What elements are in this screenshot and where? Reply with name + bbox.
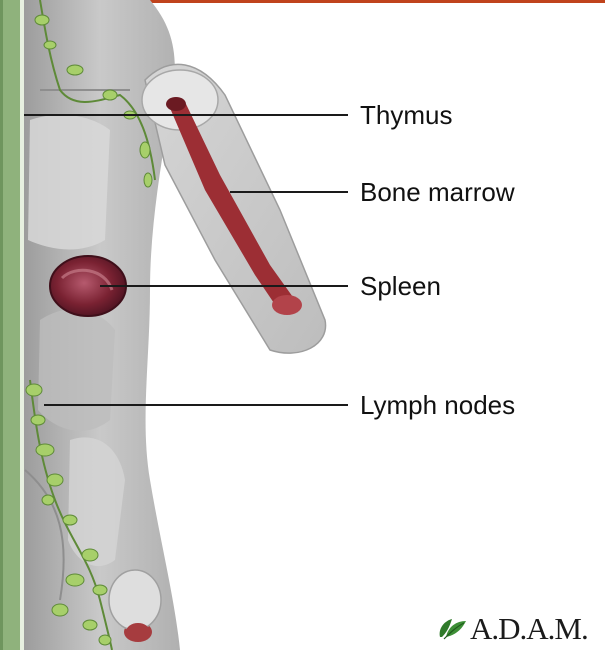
thymus-label: Thymus (360, 102, 452, 128)
adam-logo: A.D.A.M. (436, 612, 588, 644)
spleen-label: Spleen (360, 273, 441, 299)
bone-marrow-label: Bone marrow (360, 179, 515, 205)
leaf-icon (436, 615, 470, 641)
lymph-nodes-label: Lymph nodes (360, 392, 515, 418)
adam-logo-text: A.D.A.M. (470, 613, 588, 644)
